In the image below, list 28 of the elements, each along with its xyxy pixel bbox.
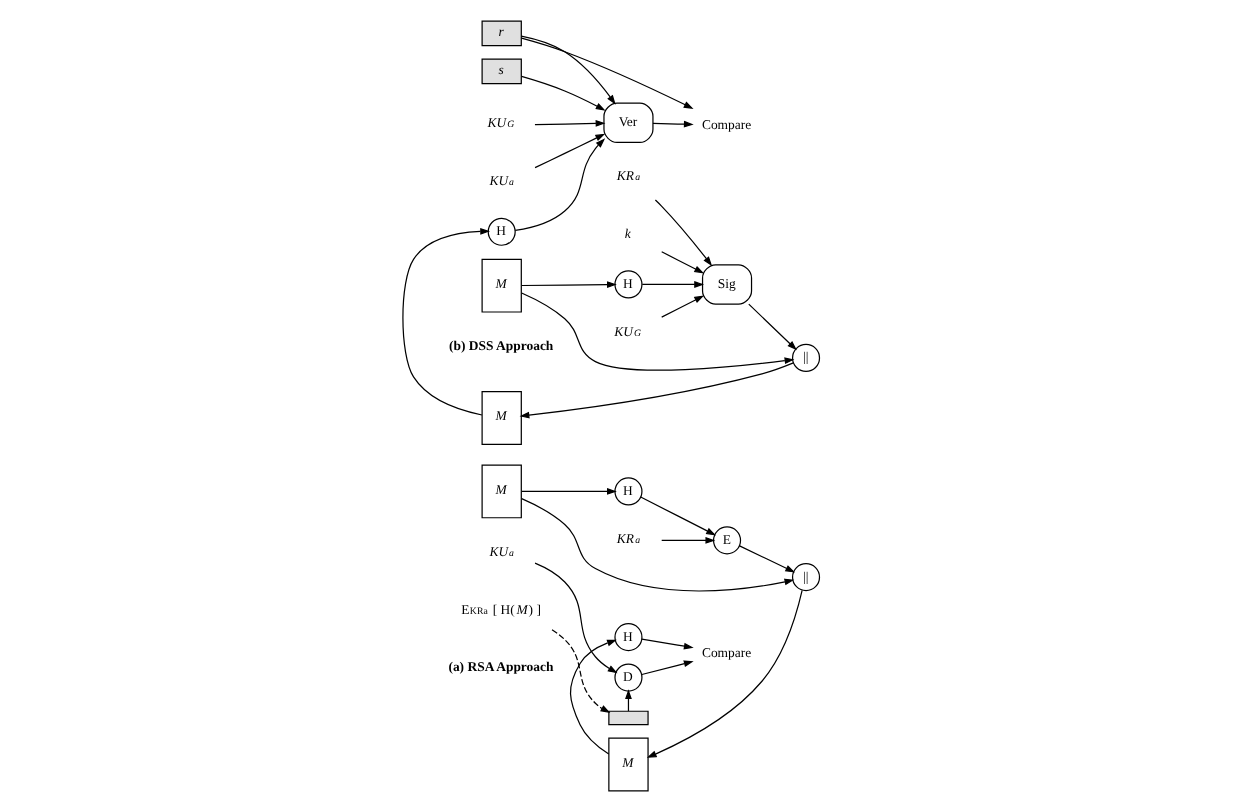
arrow [551,629,611,713]
arrow [641,281,705,288]
arrow [661,295,705,318]
arrow [534,133,606,169]
arrow [521,498,795,592]
arrow [520,35,616,105]
node-box [608,710,649,726]
arrow [534,120,606,127]
arrow [520,37,694,109]
arrow [661,537,716,544]
arrow [641,660,694,676]
arrow [514,138,606,232]
arrow [521,292,795,371]
arrow [521,75,606,111]
arrow [738,545,796,573]
arrow [521,488,617,495]
arrow [534,562,618,674]
arrow [569,639,617,755]
arrow [519,362,794,419]
arrow [640,496,716,536]
arrow [402,228,491,416]
arrow [646,589,803,758]
arrow [652,120,694,128]
arrow [521,281,617,289]
arrow [641,638,694,650]
arrow [748,303,797,351]
arrow [654,199,713,267]
arrow [661,251,705,274]
